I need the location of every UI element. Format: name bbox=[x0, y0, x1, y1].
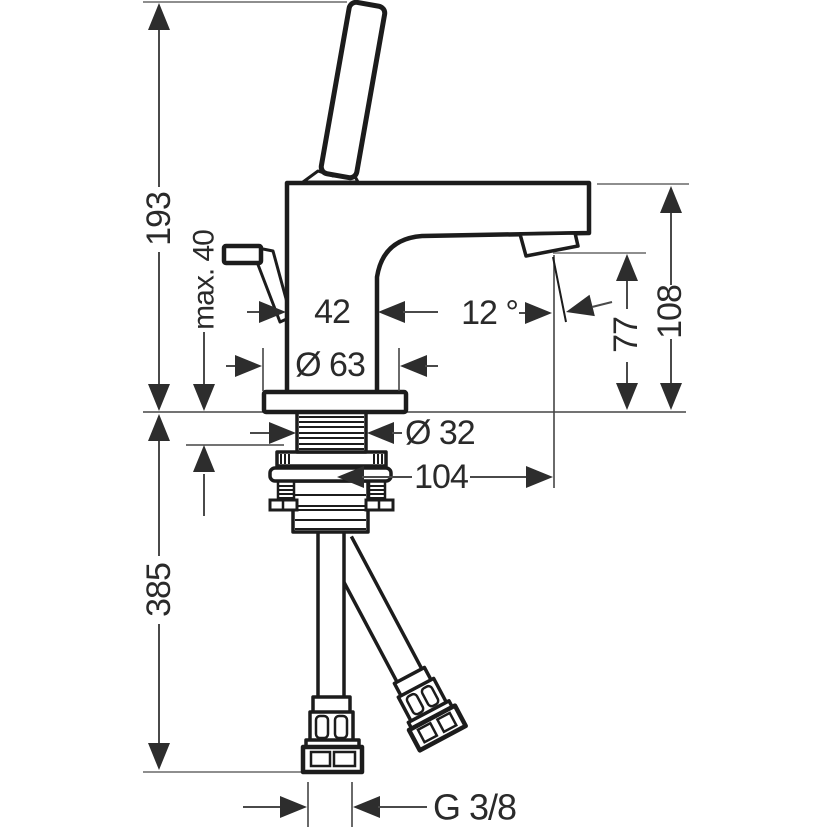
fixing-nut bbox=[268, 466, 393, 483]
spray-angle-line bbox=[552, 256, 567, 323]
vertical-supply-hose bbox=[300, 531, 365, 775]
arrow-right bbox=[280, 796, 307, 818]
dim-shank-diameter-label: Ø 32 bbox=[405, 414, 475, 452]
dim-spray-angle-label: 12 ° bbox=[461, 294, 518, 332]
arrow-left bbox=[337, 466, 364, 488]
dim-shank-diameter: Ø 32 bbox=[250, 414, 476, 452]
vertical-hose-body bbox=[317, 531, 345, 699]
arrow-left bbox=[378, 301, 405, 323]
dim-thread-size: G 3/8 bbox=[243, 782, 517, 828]
vertical-hose-crimp-slot bbox=[314, 714, 330, 740]
arrow-up bbox=[660, 186, 682, 213]
dim-hose-length: 385 bbox=[140, 414, 178, 770]
arrow-up bbox=[148, 3, 170, 30]
angled-supply-hose bbox=[325, 535, 468, 753]
arrow-down bbox=[148, 743, 170, 770]
reference-lines bbox=[143, 1, 689, 773]
base-plate bbox=[261, 389, 409, 415]
arrow-right bbox=[269, 422, 296, 444]
angled-hose-right-edge bbox=[349, 535, 425, 672]
arrow-left bbox=[400, 355, 427, 377]
angled-hose-nut-slot bbox=[435, 711, 458, 734]
arrow-up bbox=[148, 414, 170, 441]
arrow-left bbox=[353, 796, 380, 818]
arrow-down bbox=[616, 383, 638, 410]
dim-hose-length-label: 385 bbox=[140, 563, 178, 617]
angled-hose-crimp-slot bbox=[420, 684, 440, 708]
dim-body-width-label: 42 bbox=[314, 293, 350, 331]
fixing-washer-knurls bbox=[280, 454, 383, 464]
arrow-right bbox=[235, 355, 262, 377]
faucet-body-group bbox=[221, 0, 592, 775]
arrow-down bbox=[660, 383, 682, 410]
arrow-right bbox=[259, 301, 286, 323]
angled-hose-nut-slot bbox=[416, 721, 439, 744]
arrow-right bbox=[526, 466, 553, 488]
dim-outlet-height-label: 77 bbox=[607, 317, 645, 353]
shank-threads bbox=[299, 416, 364, 450]
dim-outlet-projection: 104 bbox=[337, 458, 553, 496]
pull-rod-knob bbox=[221, 243, 264, 266]
joystick-handle bbox=[318, 0, 388, 181]
dim-total-height: 193 bbox=[140, 3, 178, 411]
vertical-hose-nut-slot bbox=[332, 750, 357, 768]
vertical-hose-crimp-slot bbox=[333, 714, 349, 740]
arrow-up bbox=[616, 254, 638, 281]
angled-hose-body bbox=[326, 536, 423, 684]
vertical-hose-nut-slot bbox=[309, 750, 332, 768]
dim-max-mounting: max. 40 bbox=[188, 230, 221, 516]
arrow-down bbox=[193, 384, 215, 411]
mounting-hardware bbox=[268, 410, 395, 534]
dim-thread-size-label: G 3/8 bbox=[433, 787, 516, 828]
connection-block-ridges bbox=[295, 494, 366, 530]
arrow-right bbox=[525, 302, 552, 324]
dim-outlet-height: 77 bbox=[607, 254, 645, 410]
arrow-up bbox=[193, 445, 215, 472]
arrow-left bbox=[566, 294, 595, 317]
dim-max-mounting-label: max. 40 bbox=[188, 230, 221, 330]
fixing-tabs bbox=[268, 498, 395, 512]
dim-total-height-label: 193 bbox=[140, 192, 178, 246]
arrow-down bbox=[148, 384, 170, 411]
dim-spout-height: 108 bbox=[651, 186, 689, 410]
dim-base-diameter: Ø 63 bbox=[226, 346, 438, 391]
faucet-body bbox=[284, 180, 592, 396]
dim-body-width: 42 bbox=[247, 293, 438, 331]
dimensions: 193 max. 40 42 Ø 63 bbox=[140, 3, 689, 828]
fixing-washer bbox=[275, 450, 388, 468]
dim-spray-angle: 12 ° bbox=[461, 256, 613, 332]
dim-spout-height-label: 108 bbox=[651, 285, 689, 339]
dim-base-diameter-label: Ø 63 bbox=[295, 346, 365, 384]
dim-outlet-projection-label: 104 bbox=[414, 458, 468, 496]
arrow-left bbox=[367, 422, 394, 444]
angled-hose-crimp-slot bbox=[405, 692, 425, 716]
aerator bbox=[518, 231, 580, 258]
